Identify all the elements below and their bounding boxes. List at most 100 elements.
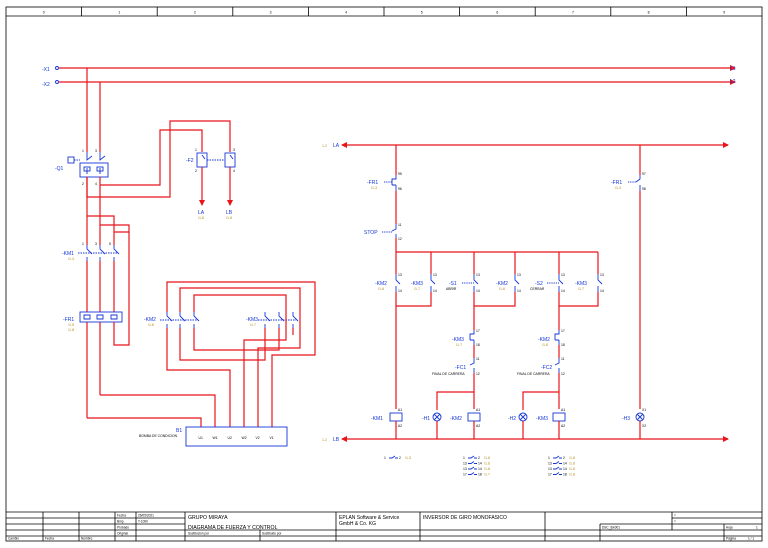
tb-change-label: Cambio <box>8 537 19 541</box>
control-la-ref: 1.2 <box>322 144 327 148</box>
xref-contact-ref: /1.8 <box>569 467 575 471</box>
svg-text:98: 98 <box>642 187 646 191</box>
fr1-ref2: /1.8 <box>68 328 74 332</box>
tb-page-value: 1 / 1 <box>748 537 754 541</box>
column-number: 5 <box>421 11 423 15</box>
svg-text:14: 14 <box>517 289 521 293</box>
xref-contact-b: 2 <box>399 456 401 460</box>
svg-text:18: 18 <box>476 343 480 347</box>
km2a-ref: /1.6 <box>378 287 384 291</box>
svg-text:14: 14 <box>600 289 604 293</box>
tb-original-label: Original <box>117 532 128 536</box>
km2b-label: -KM2 <box>496 281 508 287</box>
la-ref: /1.8 <box>198 216 204 220</box>
svg-text:A1: A1 <box>398 408 402 412</box>
svg-text:X1: X1 <box>642 408 646 412</box>
fr1-left-label: -FR1 <box>367 180 378 186</box>
motor-b1-label: B1 <box>176 428 182 434</box>
fr1-left-ref: /1.3 <box>371 186 377 190</box>
xref-contact-a: 17 <box>548 473 552 477</box>
xref-contact-symbol <box>468 461 477 464</box>
h1-label: -H1 <box>422 416 430 422</box>
km2-power-ref: /1.6 <box>148 323 154 327</box>
column-number: 6 <box>496 11 498 15</box>
xref-contact-ref: /1.7 <box>484 473 490 477</box>
motor-terminal-label: V1 <box>270 436 274 440</box>
fr1-right-ref: /1.3 <box>615 186 621 190</box>
s1-desc: ABRIR <box>446 287 457 291</box>
column-number: 0 <box>43 11 45 15</box>
column-number: 9 <box>723 11 725 15</box>
km3a-label: -KM3 <box>411 281 423 287</box>
control-lb-label: LB <box>333 437 340 443</box>
xref-contact-ref: /1.6 <box>569 462 575 466</box>
motor-b1-desc: BOMBA DE CONDICION <box>139 434 178 438</box>
xref-contact-ref: /1.6 <box>484 456 490 460</box>
svg-text:4: 4 <box>95 182 97 186</box>
column-number: 3 <box>270 11 272 15</box>
xref-contact-a: 13 <box>463 467 467 471</box>
fuse-f2-label: -F2 <box>186 158 194 164</box>
coil-km3-label: -KM3 <box>536 416 548 422</box>
svg-text:11: 11 <box>398 223 402 227</box>
fc1-desc: FINAL DE CARRERA <box>432 372 465 376</box>
svg-text:A1: A1 <box>561 408 565 412</box>
svg-text:5: 5 <box>109 242 111 246</box>
fc2-desc: FINAL DE CARRERA <box>517 372 550 376</box>
tb-edit-value: T-1000 <box>138 520 148 524</box>
svg-text:11: 11 <box>561 357 565 361</box>
svg-text:14: 14 <box>433 289 437 293</box>
tb-eq-2: = <box>674 520 676 524</box>
xref-contact-symbol <box>553 461 562 464</box>
xref-contact-symbol <box>468 472 477 475</box>
s1-label: -S1 <box>449 281 457 287</box>
tb-vendor-2: GmbH & Co. KG <box>339 521 376 527</box>
svg-text:14: 14 <box>476 289 480 293</box>
svg-text:3: 3 <box>233 148 235 152</box>
tb-replaced-from: Sustituido por <box>262 532 282 536</box>
svg-text:A2: A2 <box>561 424 565 428</box>
tb-check-label: Probado <box>117 526 129 530</box>
title-block: Fecha 26/05/2021 Bmp. T-1000 Probado Ori… <box>6 511 762 541</box>
xref-contact-ref: /1.8 <box>569 456 575 460</box>
km2c-ref: /1.6 <box>542 343 548 347</box>
lb-ref: /1.8 <box>226 216 232 220</box>
fc2-label: -FC2 <box>541 365 552 371</box>
svg-text:97: 97 <box>642 172 646 176</box>
fc1-label: -FC1 <box>455 365 466 371</box>
thermal-relay-fr1: -FR1 /1.5 /1.8 <box>63 311 123 332</box>
lamp-h1: -H1 <box>422 412 442 422</box>
contactor-km2-power-label: -KM2 <box>144 317 156 323</box>
tb-page-label: Página <box>726 537 736 541</box>
km2a-label: -KM2 <box>375 281 387 287</box>
xref-contact-a: 13 <box>463 462 467 466</box>
svg-text:A1: A1 <box>476 408 480 412</box>
tb-date-label: Fecha <box>117 514 126 518</box>
motor-terminal-label: W1 <box>213 436 218 440</box>
contactor-km1-label: -KM1 <box>62 251 74 257</box>
km3c-ref: /1.7 <box>456 343 462 347</box>
xref-contact-symbol <box>389 455 398 459</box>
km3b-label: -KM3 <box>575 281 587 287</box>
svg-text:X2: X2 <box>642 424 646 428</box>
tb-eq-1: = <box>674 514 676 518</box>
h2-label: -H2 <box>508 416 516 422</box>
xref-contact-ref: /1.8 <box>569 473 575 477</box>
xref-contact-a: 13 <box>548 467 552 471</box>
xref-contact-b: 18 <box>563 473 567 477</box>
svg-text:12: 12 <box>476 372 480 376</box>
